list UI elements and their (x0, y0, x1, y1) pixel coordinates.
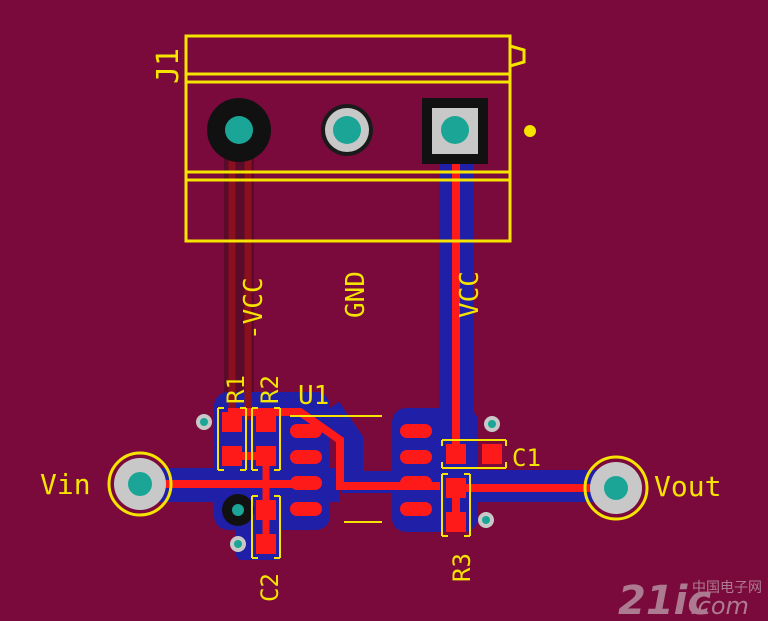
via (488, 420, 496, 428)
r2-label: R2 (256, 375, 284, 404)
c1-pad-2 (482, 444, 502, 464)
j1-ref-label: J1 (151, 48, 186, 84)
via (482, 516, 490, 524)
vout-terminal (583, 455, 649, 521)
c1-pad-1 (446, 444, 466, 464)
c1-label: C1 (512, 444, 541, 472)
r1-pad-1 (222, 412, 242, 432)
u1-pad-3 (290, 476, 322, 490)
vias (196, 414, 500, 552)
c2-pad-1 (256, 500, 276, 520)
r3-pad-2 (446, 512, 466, 532)
r3-outline (441, 473, 471, 537)
via (232, 504, 244, 516)
gnd-net-label: GND (341, 271, 371, 318)
j1-pin-vcc-hole (441, 116, 469, 144)
u1-pad-8 (400, 502, 432, 516)
u1-label: U1 (298, 381, 329, 411)
r3-label: R3 (448, 553, 476, 582)
vin-net-label: Vin (40, 468, 91, 501)
vin-pad-outline (107, 451, 173, 517)
watermark-latin: 21ic (618, 578, 711, 621)
c2-pad-2 (256, 534, 276, 554)
c1-outline (441, 439, 507, 469)
vin-terminal (107, 451, 173, 517)
r3-pad-1 (446, 478, 466, 498)
via (200, 418, 208, 426)
pin1-indicator (524, 125, 536, 137)
u1-pad-4 (290, 502, 322, 516)
vout-net-label: Vout (654, 470, 721, 503)
u1-pad-2 (290, 450, 322, 464)
vcc-net-label: VCC (455, 271, 485, 318)
u1-pad-7 (400, 476, 432, 490)
r2-outline (251, 407, 281, 471)
j1-body-outline (184, 34, 512, 243)
r2-pad-1 (256, 412, 276, 432)
vin-pad-hole (128, 472, 152, 496)
u1-pad-6 (400, 450, 432, 464)
r1-pad-2 (222, 446, 242, 466)
smd-pads (222, 412, 502, 554)
vout-pad-hole (604, 476, 628, 500)
neg-vcc-net-label: -VCC (239, 277, 269, 340)
bottom-copper-layer (140, 130, 620, 560)
u1-pad-5 (400, 424, 432, 438)
r1-label: R1 (222, 375, 250, 404)
j1-pin-gnd-hole (333, 116, 361, 144)
watermark: 21ic .com 中国电子网 (618, 578, 762, 621)
watermark-dotcom: .com (690, 592, 749, 620)
via (234, 540, 242, 548)
watermark-chinese: 中国电子网 (692, 580, 762, 596)
connector-j1: J1 (151, 34, 536, 243)
u1-pad-1 (290, 424, 322, 438)
j1-pin-neg-vcc-hole (225, 116, 253, 144)
vout-pad-outline (583, 455, 649, 521)
c2-outline (251, 495, 281, 559)
r1-outline (217, 407, 247, 471)
j1-latch (509, 44, 526, 68)
c2-label: C2 (256, 573, 284, 602)
r2-pad-2 (256, 446, 276, 466)
component-outlines (217, 407, 507, 559)
